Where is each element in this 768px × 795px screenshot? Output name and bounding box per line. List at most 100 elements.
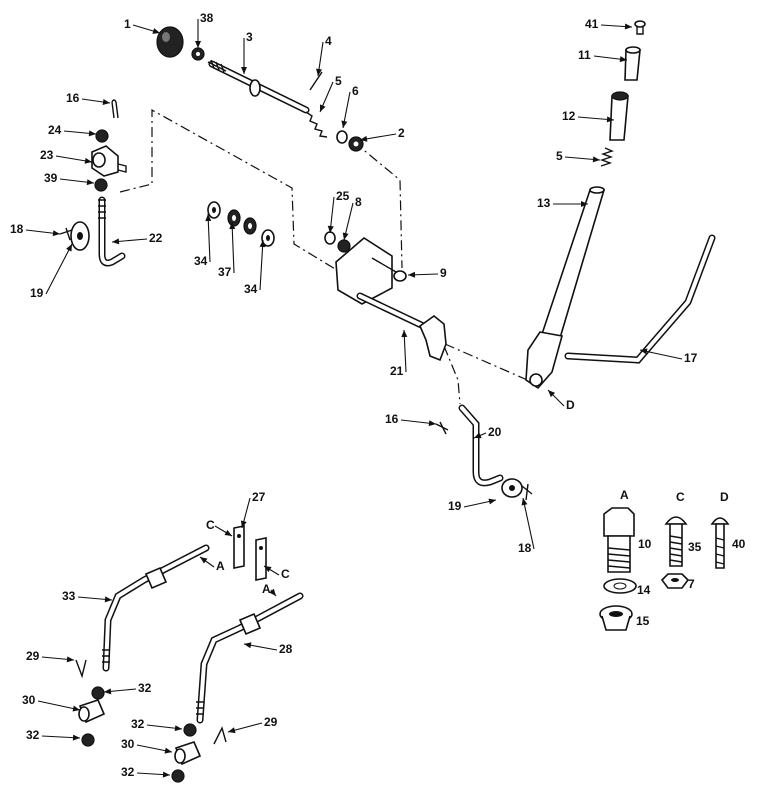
- callout-label-c11: 11: [578, 48, 591, 62]
- callout-arrow-c23: [84, 157, 92, 164]
- nut-32c: [183, 723, 197, 737]
- callout-arrow-c2: [360, 135, 368, 142]
- callout-leader-c17: [639, 349, 683, 360]
- callout-label-c29a: 29: [26, 649, 40, 663]
- spring-5: [305, 111, 328, 138]
- callout-leader-c18b: [522, 497, 535, 550]
- washer-6: [336, 130, 348, 144]
- callout-label-c3: 3: [246, 30, 253, 44]
- callout-label-c9: 9: [440, 266, 447, 280]
- callout-label-c21: 21: [390, 364, 404, 378]
- callout-arrow-cA2: [200, 557, 208, 564]
- callout-arrow-c8: [342, 232, 349, 240]
- callout-arrow-c28: [244, 642, 252, 649]
- callout-label-c32a: 32: [138, 681, 152, 695]
- link-rod-20: [458, 404, 504, 487]
- callout-label-c25: 25: [336, 189, 350, 203]
- callout-label-c32d: 32: [121, 765, 135, 779]
- shift-rod-3: [207, 59, 310, 114]
- callout-arrow-c22: [112, 238, 120, 245]
- nut-32d: [171, 769, 185, 783]
- callout-leader-c37: [231, 221, 235, 274]
- callout-leader-c34a: [207, 213, 211, 263]
- callout-leader-c30a: [37, 700, 81, 711]
- callout-arrow-c11: [619, 56, 627, 63]
- callout-arrow-c5b: [592, 156, 600, 163]
- callout-arrow-c6: [341, 120, 348, 128]
- callout-label-c6: 6: [352, 84, 359, 98]
- callout-label-c39: 39: [44, 171, 58, 185]
- callout-label-c18b: 18: [518, 541, 532, 555]
- callout-label-c5a: 5: [335, 74, 342, 88]
- callout-label-c30b: 30: [121, 737, 135, 751]
- nut-39: [94, 178, 108, 192]
- callout-label-c12: 12: [562, 109, 576, 123]
- callout-label-c4: 4: [325, 34, 332, 48]
- callout-label-c10: 10: [638, 537, 652, 551]
- callout-label-c38: 38: [200, 11, 214, 25]
- clip-18b: [521, 483, 533, 501]
- washer-19b: [501, 478, 523, 498]
- callout-label-c8: 8: [355, 195, 362, 209]
- callout-arrow-c16b: [428, 420, 436, 427]
- shift-knob: [156, 26, 184, 58]
- callout-arrow-c9: [408, 271, 416, 278]
- callout-leader-c21: [403, 329, 407, 373]
- callout-label-c15: 15: [636, 614, 650, 628]
- callout-label-c14: 14: [637, 583, 651, 597]
- callout-arrow-c24: [88, 130, 96, 137]
- callout-arrow-c29a: [66, 656, 74, 663]
- bolt-9: [371, 257, 407, 282]
- callout-label-cC3: C: [281, 567, 290, 581]
- callout-label-c19a: 19: [30, 286, 44, 300]
- callout-label-c34b: 34: [244, 282, 258, 296]
- callout-label-cA2: A: [216, 559, 225, 573]
- callout-arrow-cA3: [269, 588, 276, 596]
- callout-label-c29b: 29: [264, 715, 278, 729]
- callout-arrow-c29b: [228, 727, 236, 734]
- swivel-23: [91, 145, 127, 177]
- swivel-30a: [78, 699, 106, 724]
- callout-label-c17: 17: [684, 351, 698, 365]
- callout-arrow-c37: [229, 222, 236, 230]
- link-rod-22: [98, 196, 126, 267]
- washer-19: [70, 221, 90, 251]
- callout-label-c16a: 16: [66, 91, 80, 105]
- pin-4: [309, 71, 323, 91]
- bolt-10: [603, 507, 635, 573]
- lift-arm-28: [196, 592, 304, 724]
- callout-arrow-c16a: [102, 99, 110, 105]
- callout-arrow-c34a: [205, 214, 212, 222]
- callout-label-c27: 27: [252, 490, 266, 504]
- callout-arrow-c32d: [162, 771, 170, 778]
- nut-15: [599, 605, 633, 631]
- lever-13: [525, 186, 606, 390]
- tube-12: [609, 91, 629, 141]
- callout-label-c2: 2: [398, 126, 405, 140]
- callout-arrow-c12: [606, 116, 614, 123]
- callout-label-c34a: 34: [194, 254, 208, 268]
- nut-7: [660, 573, 690, 589]
- callout-arrow-c30b: [164, 747, 172, 754]
- nut-24: [95, 129, 109, 143]
- handle-17: [564, 234, 716, 364]
- nut-38: [191, 47, 205, 61]
- callout-label-c19b: 19: [448, 499, 462, 513]
- spring-5b: [599, 147, 614, 167]
- callout-leader-c34b: [259, 239, 264, 291]
- callout-label-c32b: 32: [26, 728, 40, 742]
- callout-arrow-c33: [104, 596, 112, 603]
- callout-arrow-c41: [624, 23, 632, 30]
- links-27: [233, 525, 267, 581]
- cotter-pin-16b: [435, 421, 449, 435]
- cotter-pin-16: [111, 99, 119, 119]
- callout-label-cD1: D: [566, 398, 575, 412]
- callout-arrow-cC2: [224, 529, 232, 536]
- bolt-35: [664, 516, 688, 567]
- callout-label-c40: 40: [732, 537, 746, 551]
- nut-2: [348, 136, 364, 152]
- callout-label-c30a: 30: [22, 693, 36, 707]
- callout-arrow-c21: [401, 330, 408, 338]
- callout-arrow-cD1: [548, 390, 556, 398]
- callout-arrow-c34b: [259, 240, 266, 248]
